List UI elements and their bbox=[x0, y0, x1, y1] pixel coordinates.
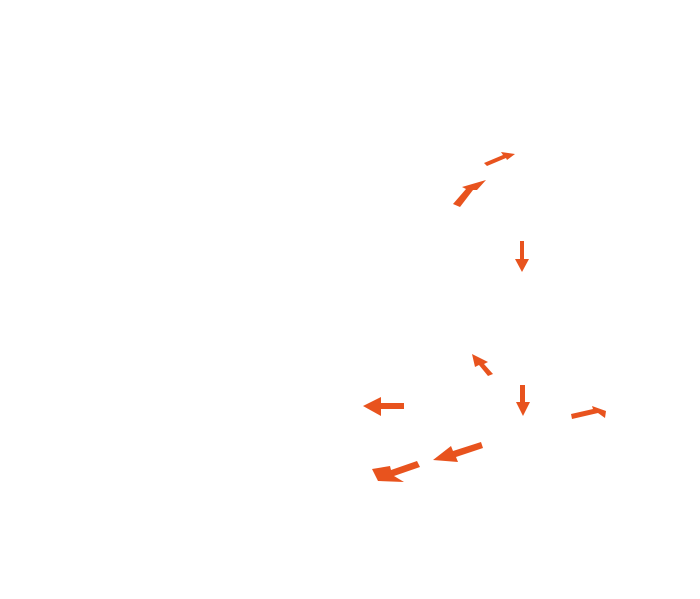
arrow-5-down-icon bbox=[516, 385, 530, 416]
arrow-7-left-icon bbox=[363, 397, 404, 416]
arrow-1-up-right-icon bbox=[484, 152, 515, 166]
arrow-2-up-right-icon bbox=[453, 180, 486, 207]
arrow-4-up-left-icon bbox=[472, 354, 493, 376]
arrow-6-right-icon bbox=[571, 406, 606, 419]
arrow-8-left-down-icon bbox=[433, 442, 483, 462]
arrow-9-left-down-icon bbox=[372, 461, 420, 482]
arrow-3-down-icon bbox=[515, 241, 529, 272]
